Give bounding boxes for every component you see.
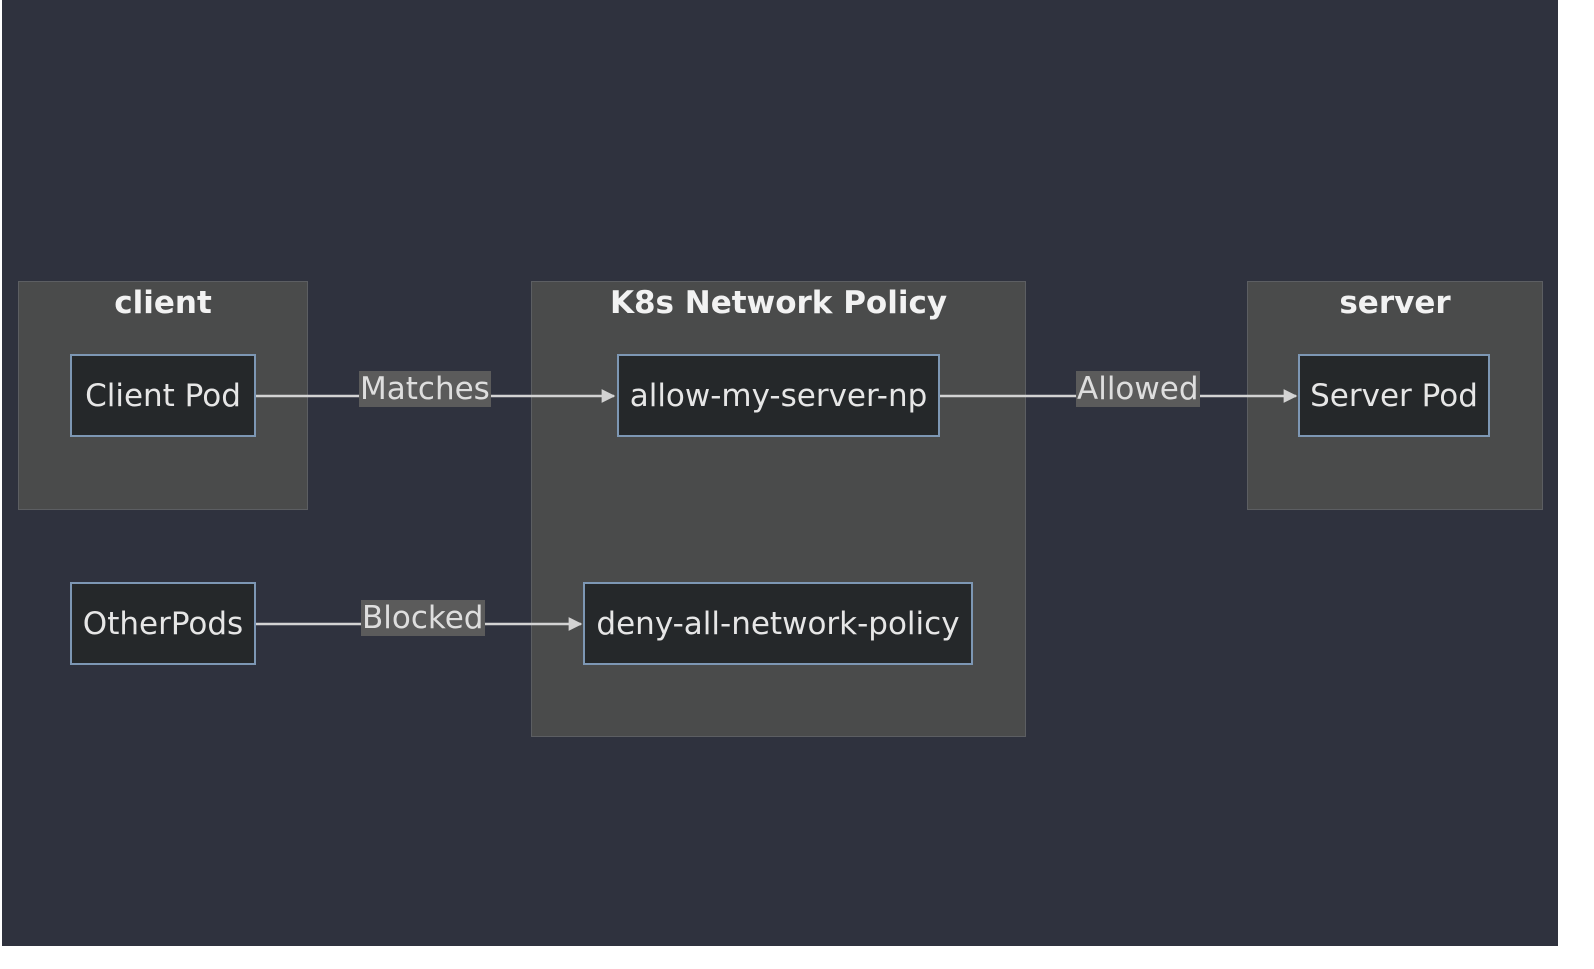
group-policy-title: K8s Network Policy xyxy=(609,285,948,321)
diagram-canvas: client K8s Network Policy server Matches… xyxy=(2,0,1558,946)
edge-label-allowed: Allowed xyxy=(1076,371,1200,407)
node-allow-my-server-np[interactable]: allow-my-server-np xyxy=(617,354,940,437)
edge-label-matches: Matches xyxy=(359,371,491,407)
node-client-pod[interactable]: Client Pod xyxy=(70,354,256,437)
edge-label-blocked: Blocked xyxy=(361,600,485,636)
node-other-pods[interactable]: OtherPods xyxy=(70,582,256,665)
node-deny-all-network-policy[interactable]: deny-all-network-policy xyxy=(583,582,973,665)
edges-layer xyxy=(255,389,1298,631)
group-server-title: server xyxy=(1339,285,1451,321)
node-server-pod[interactable]: Server Pod xyxy=(1298,354,1490,437)
group-client-title: client xyxy=(114,285,212,321)
